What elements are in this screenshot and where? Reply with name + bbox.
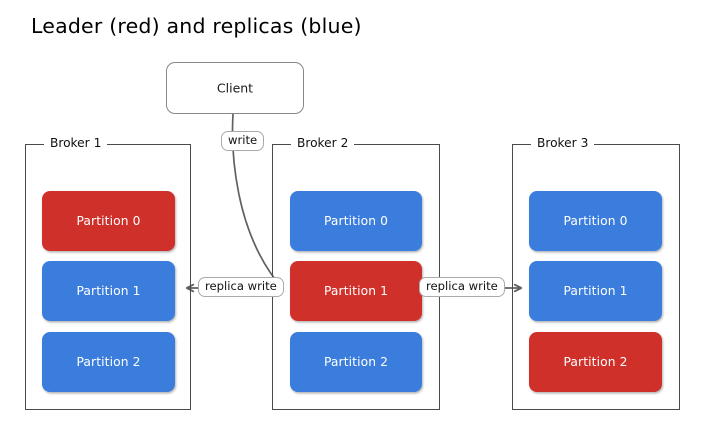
broker-3-partition-1[interactable]: Partition 1 bbox=[529, 261, 662, 321]
broker-3-frame[interactable]: Broker 3 Partition 0 Partition 1 Partiti… bbox=[512, 136, 680, 410]
broker-2-partition-2[interactable]: Partition 2 bbox=[290, 332, 422, 392]
broker-3-partition-2[interactable]: Partition 2 bbox=[529, 332, 662, 392]
write-edge-label: write bbox=[221, 131, 265, 151]
client-label: Client bbox=[216, 80, 254, 96]
page-title: Leader (red) and replicas (blue) bbox=[31, 14, 362, 38]
broker-1-partition-1[interactable]: Partition 1 bbox=[42, 261, 175, 321]
broker-1-partition-2[interactable]: Partition 2 bbox=[42, 332, 175, 392]
client-node[interactable]: Client bbox=[166, 62, 304, 114]
broker-1-label: Broker 1 bbox=[44, 136, 108, 151]
broker-3-partition-0[interactable]: Partition 0 bbox=[529, 191, 662, 251]
broker-2-partition-0[interactable]: Partition 0 bbox=[290, 191, 422, 251]
write-arrow bbox=[231, 113, 283, 289]
broker-2-partition-1[interactable]: Partition 1 bbox=[290, 261, 422, 321]
broker-1-frame[interactable]: Broker 1 Partition 0 Partition 1 Partiti… bbox=[25, 136, 191, 410]
broker-1-partition-0[interactable]: Partition 0 bbox=[42, 191, 175, 251]
broker-3-label: Broker 3 bbox=[531, 136, 595, 151]
broker-2-label: Broker 2 bbox=[291, 136, 355, 151]
broker-2-frame[interactable]: Broker 2 Partition 0 Partition 1 Partiti… bbox=[272, 136, 440, 410]
replica-write-left-label: replica write bbox=[198, 277, 284, 297]
replica-write-right-label: replica write bbox=[419, 277, 505, 297]
